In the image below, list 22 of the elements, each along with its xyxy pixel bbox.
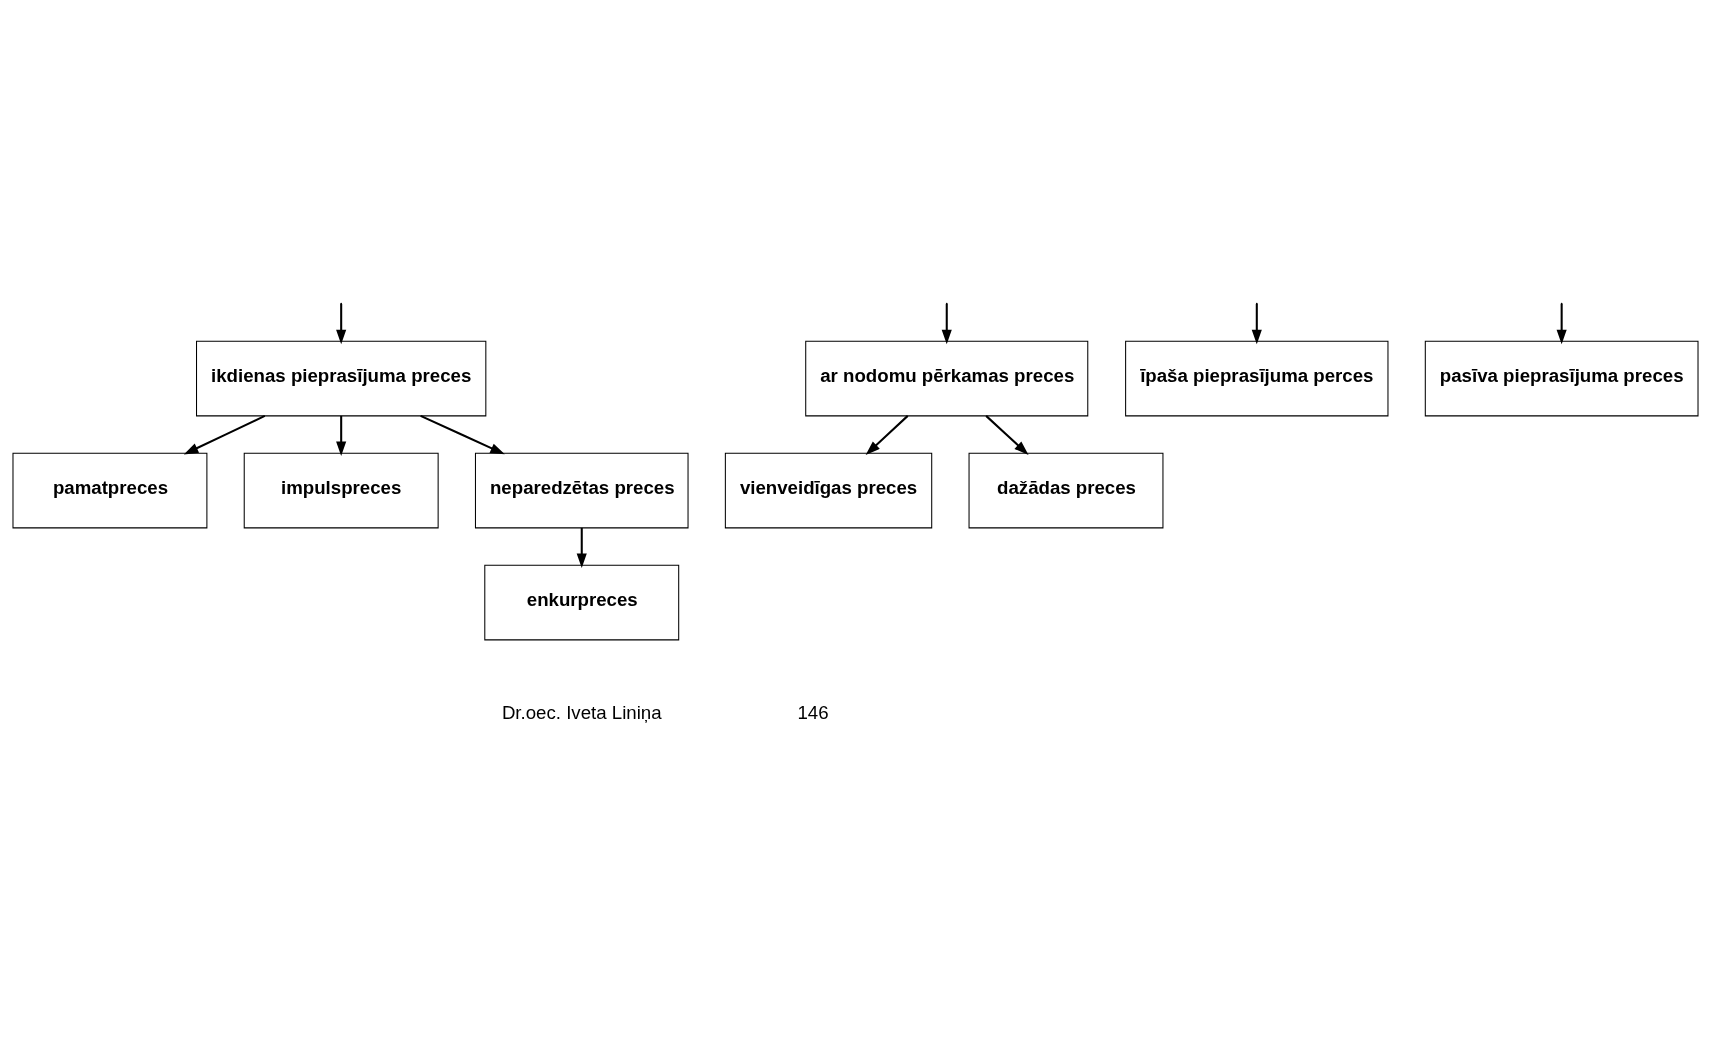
- label: 146: [797, 701, 829, 723]
- node-box: pamatpreces: [12, 452, 208, 528]
- node-box: ikdienas pieprasījuma preces: [196, 340, 487, 416]
- arrow: [985, 414, 1029, 455]
- arrow: [336, 415, 347, 456]
- arrow: [183, 414, 266, 454]
- arrow: [865, 414, 909, 455]
- node-box: impulspreces: [243, 452, 439, 528]
- node-box: vienveidīgas preces: [724, 452, 933, 528]
- node-box: enkurpreces: [484, 564, 680, 640]
- arrow: [336, 303, 347, 344]
- arrow: [1251, 303, 1262, 344]
- node-box: neparedzētas preces: [474, 452, 689, 528]
- node-box: pasīva pieprasījuma preces: [1424, 340, 1699, 416]
- arrow: [576, 527, 587, 568]
- arrow: [1556, 303, 1567, 344]
- node-box: ar nodomu pērkamas preces: [805, 340, 1089, 416]
- label: Dr.oec. Iveta Liniņa: [501, 701, 662, 723]
- arrow: [420, 414, 505, 454]
- node-box: dažādas preces: [968, 452, 1164, 528]
- node-box: īpaša pieprasījuma perces: [1125, 340, 1389, 416]
- arrow: [941, 303, 952, 344]
